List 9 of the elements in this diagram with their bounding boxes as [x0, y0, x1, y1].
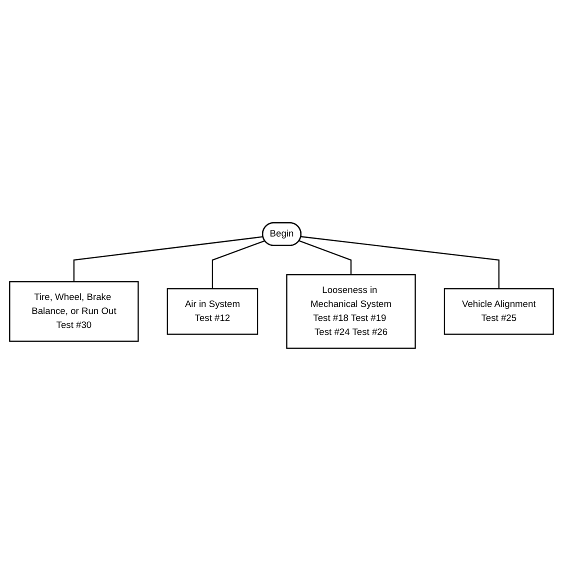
connector	[300, 236, 500, 289]
node-box	[9, 281, 139, 342]
node-box	[166, 288, 258, 335]
flowchart: Begin Tire, Wheel, Brake Balance, or Run Out Test #30 Air in System Test #12 Looseness in Mechanical System Test #18 Test #19 Test #24 Test #26 Vehicle Alignment Test #25	[5, 218, 558, 353]
connector	[212, 240, 266, 289]
connector	[73, 236, 264, 282]
node-box	[286, 274, 416, 349]
node-box	[444, 288, 554, 335]
connector	[299, 240, 352, 275]
